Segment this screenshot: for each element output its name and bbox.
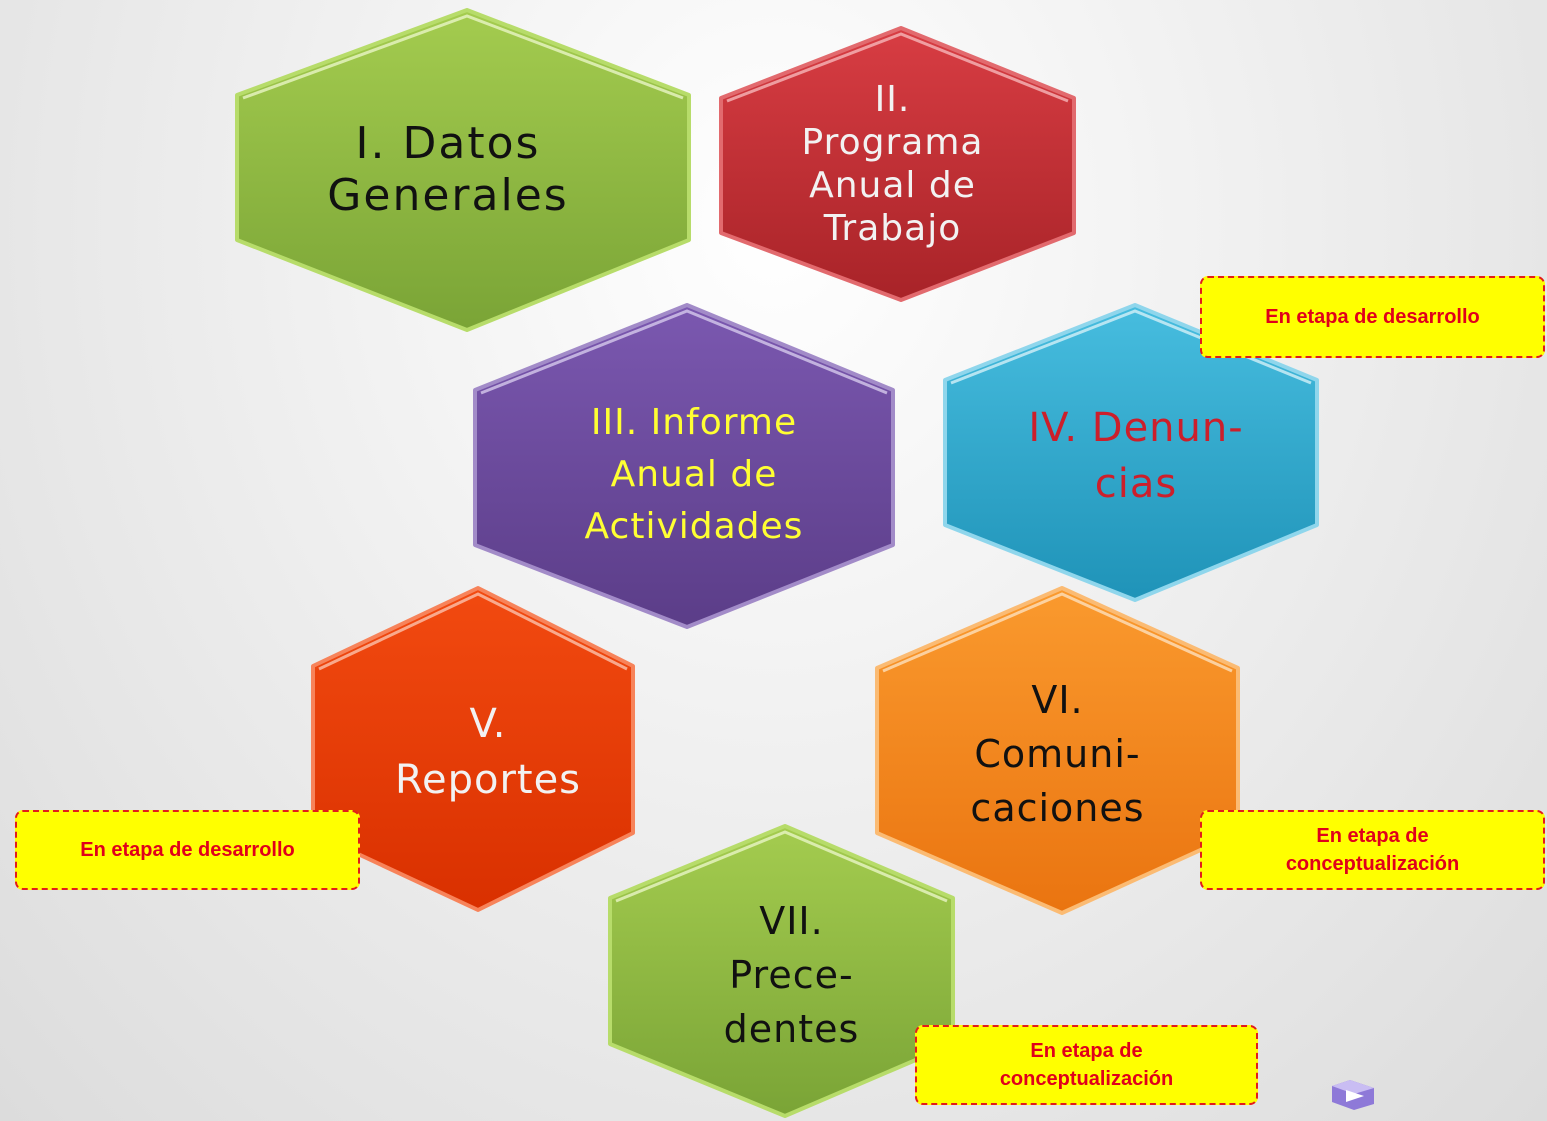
status-note-comunicaciones: En etapa de conceptualización xyxy=(1200,810,1545,890)
status-note-reportes: En etapa de desarrollo xyxy=(15,810,360,890)
hexagon-shape xyxy=(608,824,955,1118)
next-slide-icon[interactable] xyxy=(1330,1078,1376,1112)
hexagon-shape xyxy=(473,303,895,629)
hexagon-programa-anual[interactable]: II. Programa Anual de Trabajo xyxy=(719,26,1076,302)
hexagon-shape xyxy=(311,586,635,912)
next-slide-icon-graphic xyxy=(1332,1080,1374,1110)
hexagon-informe-anual[interactable]: III. Informe Anual de Actividades xyxy=(473,303,895,629)
hexagon-shape xyxy=(235,8,691,332)
hexagon-precedentes[interactable]: VII. Prece- dentes xyxy=(608,824,955,1118)
status-note-denuncias: En etapa de desarrollo xyxy=(1200,276,1545,358)
status-note-precedentes: En etapa de conceptualización xyxy=(915,1025,1258,1105)
hexagon-datos-generales[interactable]: I. Datos Generales xyxy=(235,8,691,332)
hexagon-shape xyxy=(719,26,1076,302)
hexagon-shape xyxy=(943,303,1319,602)
hexagon-reportes[interactable]: V. Reportes xyxy=(311,586,635,912)
